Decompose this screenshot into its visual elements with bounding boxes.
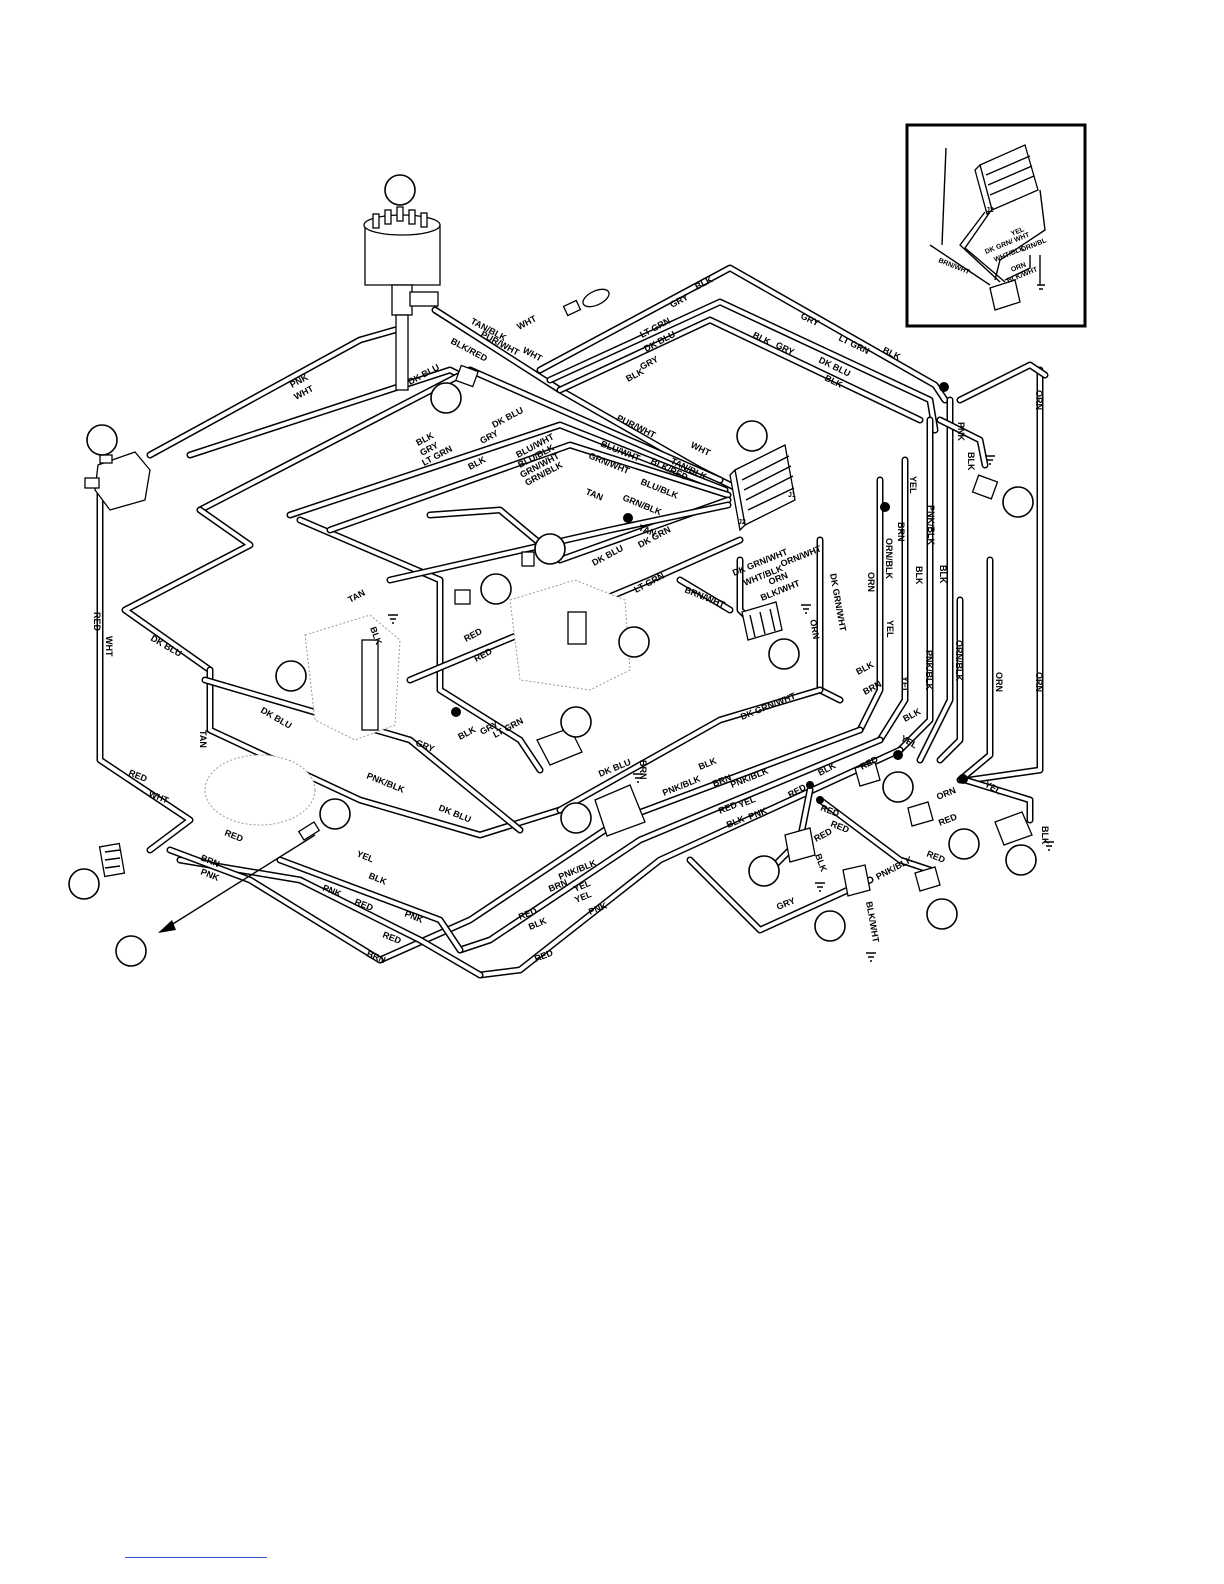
ground-arrow	[158, 821, 321, 933]
label-blk-j: BLK	[1040, 826, 1050, 845]
label-dk-blu-lft2: DK BLU	[259, 705, 293, 731]
harness-plug	[98, 842, 126, 878]
label-tan-vert: TAN	[198, 730, 208, 748]
label-red-a: RED	[462, 626, 484, 644]
label-lt-grn-d: LT GRN	[632, 571, 666, 595]
label-wht-top: WHT	[515, 313, 538, 332]
label-blk-vert: BLK	[914, 566, 924, 585]
label-yel-vert: YEL	[908, 476, 918, 494]
label-blk-f: BLK	[813, 852, 829, 873]
ecm-module	[729, 444, 796, 532]
distributor	[363, 206, 441, 391]
label-pnk-blk-lower: PNK/BLK	[365, 771, 406, 795]
label-gry-d: GRY	[775, 895, 797, 911]
label-dk-grn-wht-a: DK GRN/WHT	[739, 690, 797, 721]
label-tan-left: TAN	[346, 588, 366, 605]
label-blk-vert3: BLK	[966, 452, 976, 471]
label-pnk-c2: PNK	[587, 900, 609, 917]
label-red-f: RED	[819, 803, 841, 820]
label-pnk-vert: PNK	[956, 422, 966, 442]
label-yel-vert2: YEL	[885, 620, 895, 638]
label-orn-vert2: ORN	[866, 572, 876, 592]
inset-label-yel: YEL	[1010, 226, 1026, 238]
ground-symbols	[388, 455, 1054, 962]
label-j1: J1	[788, 492, 796, 499]
ignition-coil	[84, 451, 151, 511]
label-blk-h: BLK	[854, 659, 875, 677]
label-brn-vert: BRN	[638, 760, 648, 780]
label-yel-low: YEL	[355, 849, 375, 865]
label-orn-vert5: ORN	[1034, 390, 1044, 410]
label-orn-blk-vert: ORN/BLK	[884, 538, 894, 579]
label-wht-ecm: WHT	[689, 440, 712, 458]
label-orn-vert3: ORN	[994, 672, 1004, 692]
label-orn-vert: ORN	[808, 619, 821, 640]
label-pnk-blk-vert: PNK/BLK	[926, 505, 936, 545]
label-pnk-d: PNK	[747, 805, 769, 822]
label-orn-a: ORN	[935, 785, 957, 802]
callout-circles	[68, 174, 1037, 967]
label-tan-c: TAN	[584, 487, 604, 503]
label-yel-vert3: YEL	[900, 676, 910, 694]
label-blk-wht: BLK/WHT	[864, 901, 881, 944]
label-red-low2: RED	[223, 828, 245, 845]
label-red-c3: RED	[533, 947, 555, 964]
label-red-i: RED	[925, 849, 947, 866]
label-red-vert: RED	[92, 612, 102, 632]
inset-panel: J2 YEL DK GRN/ WHT WHT/BLK ORN/BL BRN/WH…	[905, 123, 1087, 328]
sensors	[454, 288, 1033, 897]
label-orn-blk-vert2: ORN/BLK	[954, 640, 964, 681]
inset-label-j2: J2	[986, 207, 994, 214]
splice-dots	[451, 382, 968, 804]
footer-underline	[125, 1557, 267, 1558]
label-wht-dist: WHT	[521, 345, 544, 364]
throttle-body	[204, 579, 631, 826]
ecm-connector	[741, 601, 783, 641]
label-brn-wht: BRN/WHT	[683, 585, 727, 610]
label-pnk-blk-vert2: PNK/BLK	[924, 650, 934, 690]
label-blk-vert2: BLK	[938, 565, 948, 584]
label-brn-vert2: BRN	[896, 522, 906, 542]
label-dk-blu-c: DK BLU	[490, 405, 525, 430]
label-brn-low2: BRN	[365, 949, 387, 966]
label-dk-grn-wht-vert: DK GRN/WHT	[828, 573, 848, 633]
label-blk-lower: BLK	[456, 724, 477, 742]
label-j2: J2	[738, 519, 746, 526]
label-red-j: RED	[937, 811, 959, 828]
label-blk-i: BLK	[901, 706, 922, 724]
label-red-d: RED	[717, 799, 739, 816]
label-orn-wht: ORN/WHT	[779, 543, 823, 569]
label-blk-low: BLK	[367, 871, 388, 887]
label-orn-vert4: ORN	[1034, 672, 1044, 692]
connector-labels: J1 J2	[738, 492, 796, 526]
label-blk-d: BLK	[697, 755, 718, 771]
label-gry-right: GRY	[799, 311, 821, 328]
label-wht-vert: WHT	[104, 636, 114, 657]
